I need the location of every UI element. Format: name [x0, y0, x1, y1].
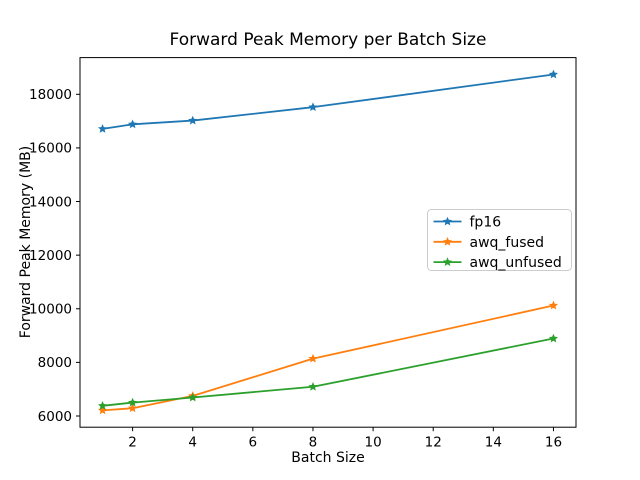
y-tick-label: 18000	[29, 87, 72, 103]
awq_unfused-marker-point	[188, 392, 198, 402]
x-tick-label: 6	[249, 435, 258, 451]
x-tick-label: 8	[309, 435, 318, 451]
x-tick-label: 10	[364, 435, 381, 451]
awq_unfused-marker-point	[308, 381, 318, 391]
fp16-marker-point	[548, 69, 559, 79]
y-tick-label: 14000	[29, 194, 72, 210]
legend-box	[427, 209, 572, 271]
legend: fp16 awq_fused awq_unfused	[427, 209, 572, 271]
legend-label-awq_fused: awq_fused	[470, 235, 545, 251]
x-axis-label: Batch Size	[291, 450, 365, 466]
series-markers-awq_unfused	[97, 333, 559, 410]
x-tick-label: 14	[485, 435, 502, 451]
series-line-awq_fused	[102, 304, 554, 412]
awq_fused-marker-point	[97, 405, 108, 415]
series-line-awq_unfused	[102, 337, 554, 407]
x-tick-label: 16	[545, 435, 562, 451]
x-tick-label: 12	[425, 435, 442, 451]
series-markers-fp16	[97, 69, 559, 133]
legend-marker-awq_fused	[442, 237, 453, 246]
awq_unfused-marker-point	[548, 333, 559, 343]
y-tick-label: 6000	[38, 409, 72, 425]
y-tick-label: 10000	[29, 302, 72, 318]
awq_unfused-marker-point	[97, 401, 108, 410]
y-tick-label: 12000	[29, 248, 72, 264]
fp16-marker-point	[128, 119, 138, 129]
y-tick-label: 16000	[29, 141, 72, 157]
y-tick-label: 8000	[38, 355, 72, 371]
chart-title: Forward Peak Memory per Batch Size	[169, 30, 487, 50]
fp16-marker-point	[97, 124, 108, 133]
awq_fused-marker-point	[308, 353, 318, 363]
awq_unfused-marker-point	[128, 397, 138, 407]
axes-spines	[79, 57, 577, 428]
fp16-marker-point	[188, 115, 198, 125]
awq_fused-marker-point	[128, 403, 138, 413]
fp16-marker-point	[308, 102, 318, 112]
series-markers-awq_fused	[97, 300, 559, 415]
legend-label-fp16: fp16	[470, 215, 502, 231]
legend-marker-awq_unfused	[442, 257, 453, 266]
awq_fused-marker-point	[548, 300, 559, 310]
legend-label-awq_unfused: awq_unfused	[470, 255, 562, 271]
series-line-fp16	[102, 73, 554, 130]
x-tick-label: 2	[128, 435, 137, 451]
legend-marker-fp16	[442, 216, 453, 226]
x-tick-label: 4	[188, 435, 197, 451]
